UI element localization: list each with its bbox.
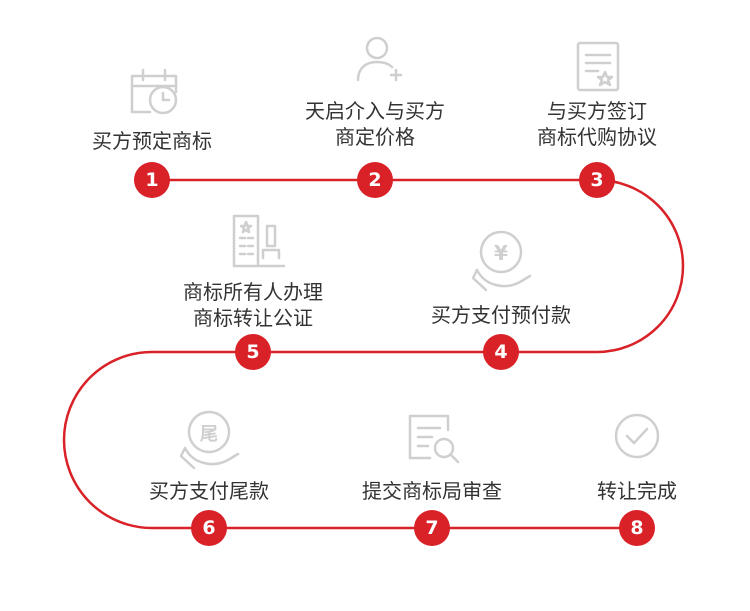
step-7-line-1: 提交商标局审查 bbox=[362, 479, 502, 503]
step-2-line-1: 天启介入与买方 bbox=[305, 99, 445, 123]
step-5-badge: 5 bbox=[235, 334, 271, 370]
step-5-line-1: 商标所有人办理 bbox=[183, 280, 323, 304]
step-6-badge: 6 bbox=[191, 510, 227, 546]
step-8-line-1: 转让完成 bbox=[597, 479, 677, 503]
step-4-label: 买方支付预付款 bbox=[431, 302, 571, 328]
step-4-line-1: 买方支付预付款 bbox=[431, 303, 571, 327]
step-3-line-2: 商标代购协议 bbox=[537, 125, 657, 149]
step-7-badge: 7 bbox=[414, 510, 450, 546]
calendar-clock-icon bbox=[130, 68, 178, 115]
step-8-label: 转让完成 bbox=[597, 478, 677, 504]
process-track-line bbox=[62, 178, 685, 530]
contract-document-icon bbox=[576, 41, 620, 92]
step-1-label: 买方预定商标 bbox=[92, 128, 212, 154]
document-search-icon bbox=[408, 414, 460, 464]
step-2-label: 天启介入与买方 商定价格 bbox=[305, 98, 445, 150]
step-7-label: 提交商标局审查 bbox=[362, 478, 502, 504]
step-2-badge: 2 bbox=[357, 162, 393, 198]
step-2-line-2: 商定价格 bbox=[335, 125, 415, 149]
step-1-line-1: 买方预定商标 bbox=[92, 129, 212, 153]
step-4-badge: 4 bbox=[483, 334, 519, 370]
tail-icon-glyph: 尾 bbox=[200, 424, 218, 445]
step-3-badge: 3 bbox=[579, 162, 615, 198]
step-6-label: 买方支付尾款 bbox=[149, 478, 269, 504]
final-payment-hand-icon bbox=[179, 410, 240, 470]
step-5-label: 商标所有人办理 商标转让公证 bbox=[183, 279, 323, 331]
yen-hand-icon bbox=[471, 230, 532, 292]
building-stamp-icon bbox=[232, 214, 286, 268]
step-1-badge: 1 bbox=[134, 162, 170, 198]
step-5-line-2: 商标转让公证 bbox=[193, 306, 313, 330]
step-6-line-1: 买方支付尾款 bbox=[149, 479, 269, 503]
step-3-line-1: 与买方签订 bbox=[547, 99, 647, 123]
check-circle-icon bbox=[614, 413, 660, 459]
step-3-label: 与买方签订 商标代购协议 bbox=[537, 98, 657, 150]
user-add-icon bbox=[356, 36, 403, 82]
step-8-badge: 8 bbox=[619, 510, 655, 546]
yen-icon-glyph: ¥ bbox=[494, 241, 508, 265]
